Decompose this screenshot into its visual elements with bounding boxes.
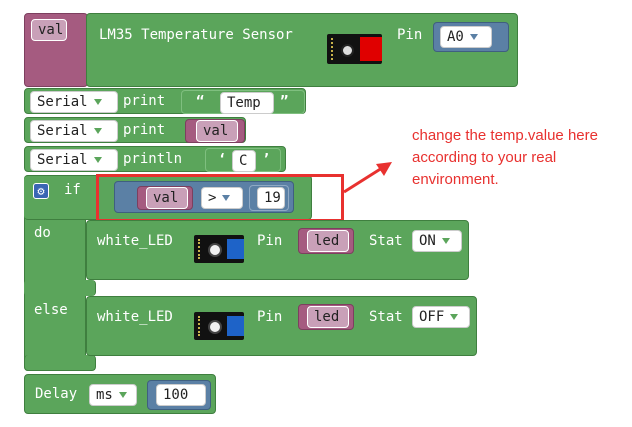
serial-dropdown-2[interactable]: Serial <box>30 120 118 142</box>
serial-dropdown-3[interactable]: Serial <box>30 149 118 171</box>
string-field[interactable]: Temp <box>220 92 274 114</box>
annotation-note: change the temp.value here according to … <box>412 127 598 188</box>
led-var-label-off: led <box>314 309 340 325</box>
number-block[interactable]: 19 <box>249 185 289 211</box>
stat-value-off: OFF <box>419 309 445 325</box>
operator-value: > <box>208 190 217 206</box>
chevron-down-icon <box>93 157 102 163</box>
val-var-label-3: val <box>153 190 179 206</box>
do-label: do <box>34 225 51 241</box>
serial-print-label-1: print <box>123 93 166 109</box>
delay-label: Delay <box>35 386 78 402</box>
val-var-label-2: val <box>203 123 229 139</box>
chevron-down-icon <box>118 392 127 398</box>
arrow-icon <box>343 162 392 194</box>
gear-icon[interactable]: ⚙ <box>33 183 49 199</box>
open-quote-icon: “ <box>196 94 205 110</box>
white-led-on-block[interactable]: white_LED Pin led Stat ON <box>86 220 469 280</box>
number-value: 19 <box>264 190 281 206</box>
stat-dropdown-off[interactable]: OFF <box>412 306 470 328</box>
serial-dropdown-3-value: Serial <box>37 152 88 168</box>
pin-dropdown-block[interactable]: A0 <box>433 22 509 52</box>
chevron-down-icon <box>93 128 102 134</box>
white-led-off-label: white_LED <box>97 309 173 325</box>
serial-print-label-2: print <box>123 122 166 138</box>
pin-dropdown-value: A0 <box>447 29 464 45</box>
delay-unit-dropdown[interactable]: ms <box>89 384 137 406</box>
char-block[interactable]: ‘ C ’ <box>205 148 281 172</box>
else-divider-bar[interactable] <box>24 280 96 296</box>
sensor-var-block[interactable]: val <box>24 13 88 87</box>
lm35-sensor-block[interactable]: LM35 Temperature Sensor Pin A0 <box>86 13 518 87</box>
pin-dropdown[interactable]: A0 <box>440 26 492 48</box>
delay-block[interactable]: Delay ms 100 <box>24 374 216 414</box>
lm35-title: LM35 Temperature Sensor <box>99 27 293 43</box>
char-value: C <box>239 153 248 169</box>
led-var-block-off[interactable]: led <box>298 304 354 330</box>
sensor-var-label: val <box>38 22 64 38</box>
white-led-on-pin-label: Pin <box>257 233 283 249</box>
val-var-block-2[interactable]: val <box>185 119 245 143</box>
led-module-image <box>194 235 244 263</box>
serial-dropdown-1[interactable]: Serial <box>30 91 118 113</box>
white-led-off-pin-label: Pin <box>257 309 283 325</box>
if-footer-bar[interactable] <box>24 355 96 371</box>
compare-block[interactable]: val > 19 <box>114 181 294 213</box>
white-led-off-stat-label: Stat <box>369 309 403 325</box>
sensor-var-field[interactable]: val <box>31 19 67 41</box>
val-var-field-2[interactable]: val <box>196 120 238 142</box>
stat-dropdown-on[interactable]: ON <box>412 230 462 252</box>
string-value: Temp <box>227 95 261 111</box>
serial-println-label: println <box>123 151 183 167</box>
delay-unit-value: ms <box>96 387 113 403</box>
else-label: else <box>34 302 68 318</box>
white-led-off-block[interactable]: white_LED Pin led Stat OFF <box>86 296 477 356</box>
serial-println-char-block[interactable]: Serial println ‘ C ’ <box>24 146 286 172</box>
number-field[interactable]: 19 <box>257 187 285 209</box>
close-single-quote-icon: ’ <box>262 152 271 168</box>
white-led-on-stat-label: Stat <box>369 233 403 249</box>
led-var-block-on[interactable]: led <box>298 228 354 254</box>
chevron-down-icon <box>450 314 459 320</box>
chevron-down-icon <box>93 99 102 105</box>
delay-number-field[interactable]: 100 <box>156 384 206 406</box>
led-module-image <box>194 312 244 340</box>
close-quote-icon: ” <box>280 94 289 110</box>
delay-number-block[interactable]: 100 <box>147 380 211 410</box>
operator-dropdown[interactable]: > <box>201 187 243 209</box>
delay-number-value: 100 <box>163 387 189 403</box>
serial-print-var-block[interactable]: Serial print val <box>24 117 246 143</box>
lm35-sensor-image <box>327 34 382 64</box>
if-label: if <box>64 182 81 198</box>
lm35-pin-label: Pin <box>397 27 423 43</box>
serial-dropdown-2-value: Serial <box>37 123 88 139</box>
white-led-on-label: white_LED <box>97 233 173 249</box>
led-var-field-on[interactable]: led <box>307 230 349 252</box>
string-block[interactable]: “ Temp ” <box>181 90 305 114</box>
chevron-down-icon <box>222 195 231 201</box>
val-var-block-3[interactable]: val <box>137 186 193 210</box>
serial-print-string-block[interactable]: Serial print “ Temp ” <box>24 88 306 114</box>
stat-value-on: ON <box>419 233 436 249</box>
char-field[interactable]: C <box>232 150 256 172</box>
chevron-down-icon <box>469 34 478 40</box>
val-var-field-3[interactable]: val <box>146 187 188 209</box>
led-var-label-on: led <box>314 233 340 249</box>
open-single-quote-icon: ‘ <box>218 152 227 168</box>
chevron-down-icon <box>441 238 450 244</box>
highlight-box <box>96 174 344 222</box>
led-var-field-off[interactable]: led <box>307 306 349 328</box>
serial-dropdown-1-value: Serial <box>37 94 88 110</box>
